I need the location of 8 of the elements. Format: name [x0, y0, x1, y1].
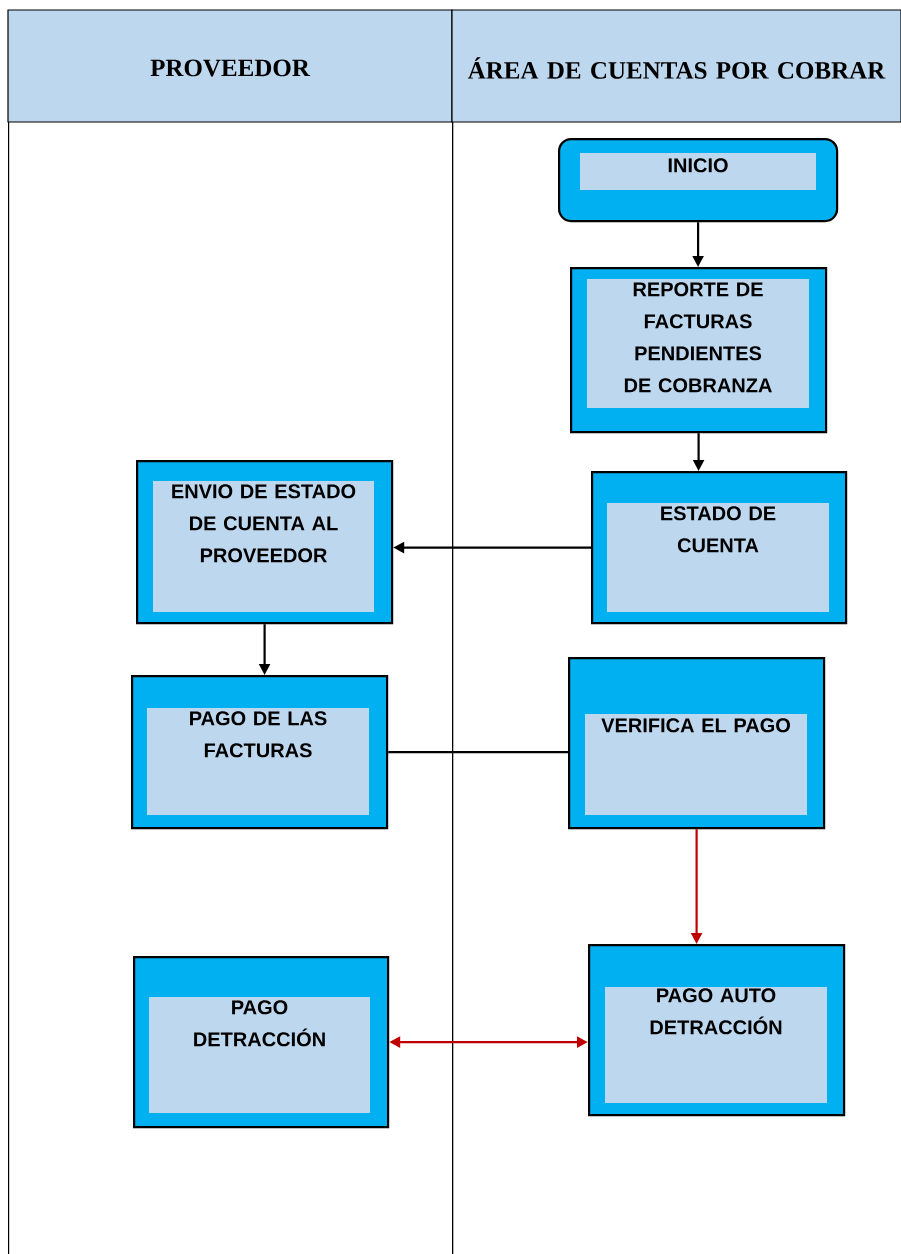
- process-box: PAGO AUTO DETRACCIÓN: [588, 944, 846, 1117]
- process-box: PAGO DETRACCIÓN: [133, 956, 390, 1129]
- process-box: REPORTE DE FACTURAS PENDIENTES DE COBRANZA: [570, 267, 828, 434]
- process-box: ESTADO DE CUENTA: [591, 471, 848, 625]
- process-box: ENVIO DE ESTADO DE CUENTA AL PROVEEDOR: [136, 460, 394, 625]
- process-box: VERIFICA EL PAGO: [568, 657, 826, 830]
- process-box: PAGO DE LAS FACTURAS: [131, 675, 389, 830]
- start-box: INICIO: [558, 138, 839, 223]
